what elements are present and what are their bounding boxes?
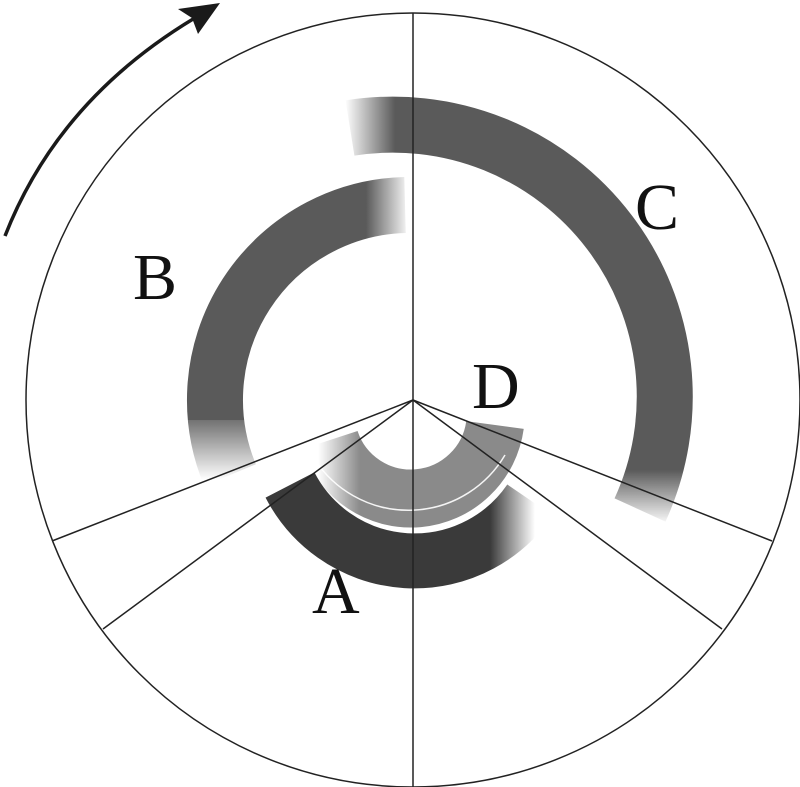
arc-c xyxy=(345,96,693,522)
radial-line-right-lower xyxy=(412,399,723,630)
radial-line-right-upper xyxy=(412,399,773,542)
label-d: D xyxy=(472,350,520,423)
arc-a xyxy=(265,471,553,589)
arc-d xyxy=(302,419,524,528)
rotation-arrow xyxy=(3,10,206,237)
label-a: A xyxy=(312,555,360,628)
label-c: C xyxy=(635,171,679,244)
arc-b xyxy=(187,177,407,486)
arc-d-edge xyxy=(314,454,506,511)
radial-line-left-upper xyxy=(51,399,414,542)
radial-line-left-lower xyxy=(102,399,414,630)
arrow-head-icon xyxy=(178,3,220,34)
label-b: B xyxy=(133,241,177,314)
